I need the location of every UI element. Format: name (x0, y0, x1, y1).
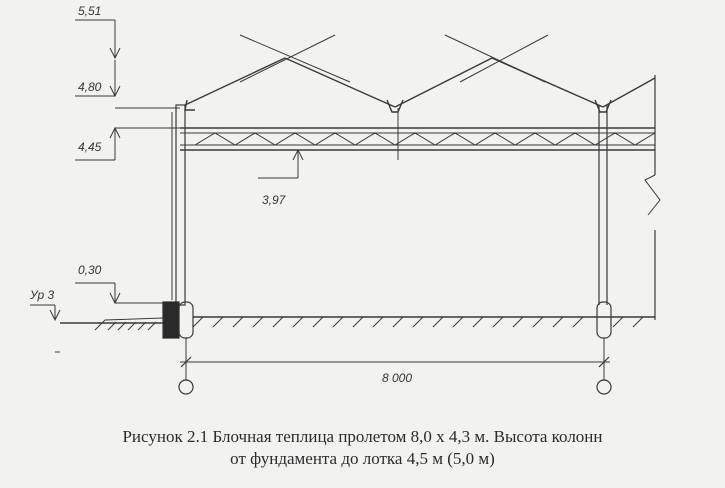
roof (184, 34, 656, 113)
floor (192, 316, 655, 328)
level-truss-top: 4,45 (78, 140, 102, 154)
caption-line-2: от фундамента до лотка 4,5 м (5,0 м) (230, 449, 495, 468)
truss (180, 108, 656, 160)
span-label: 8 000 (382, 371, 413, 385)
figure-caption: Рисунок 2.1 Блочная теплица пролетом 8,0… (0, 426, 725, 470)
dimension-lines (30, 19, 304, 353)
columns (171, 75, 661, 320)
level-truss-bottom: 3,97 (262, 193, 286, 207)
level-floor: 0,30 (78, 263, 102, 277)
caption-line-1: Рисунок 2.1 Блочная теплица пролетом 8,0… (122, 427, 603, 446)
level-ridge: 5,51 (78, 4, 102, 18)
span-dimension (178, 338, 612, 395)
greenhouse-section-drawing (30, 19, 661, 395)
level-gutter-top: 4,80 (78, 80, 102, 94)
foundation (60, 301, 612, 339)
level-ground: Ур 3 (30, 288, 55, 302)
